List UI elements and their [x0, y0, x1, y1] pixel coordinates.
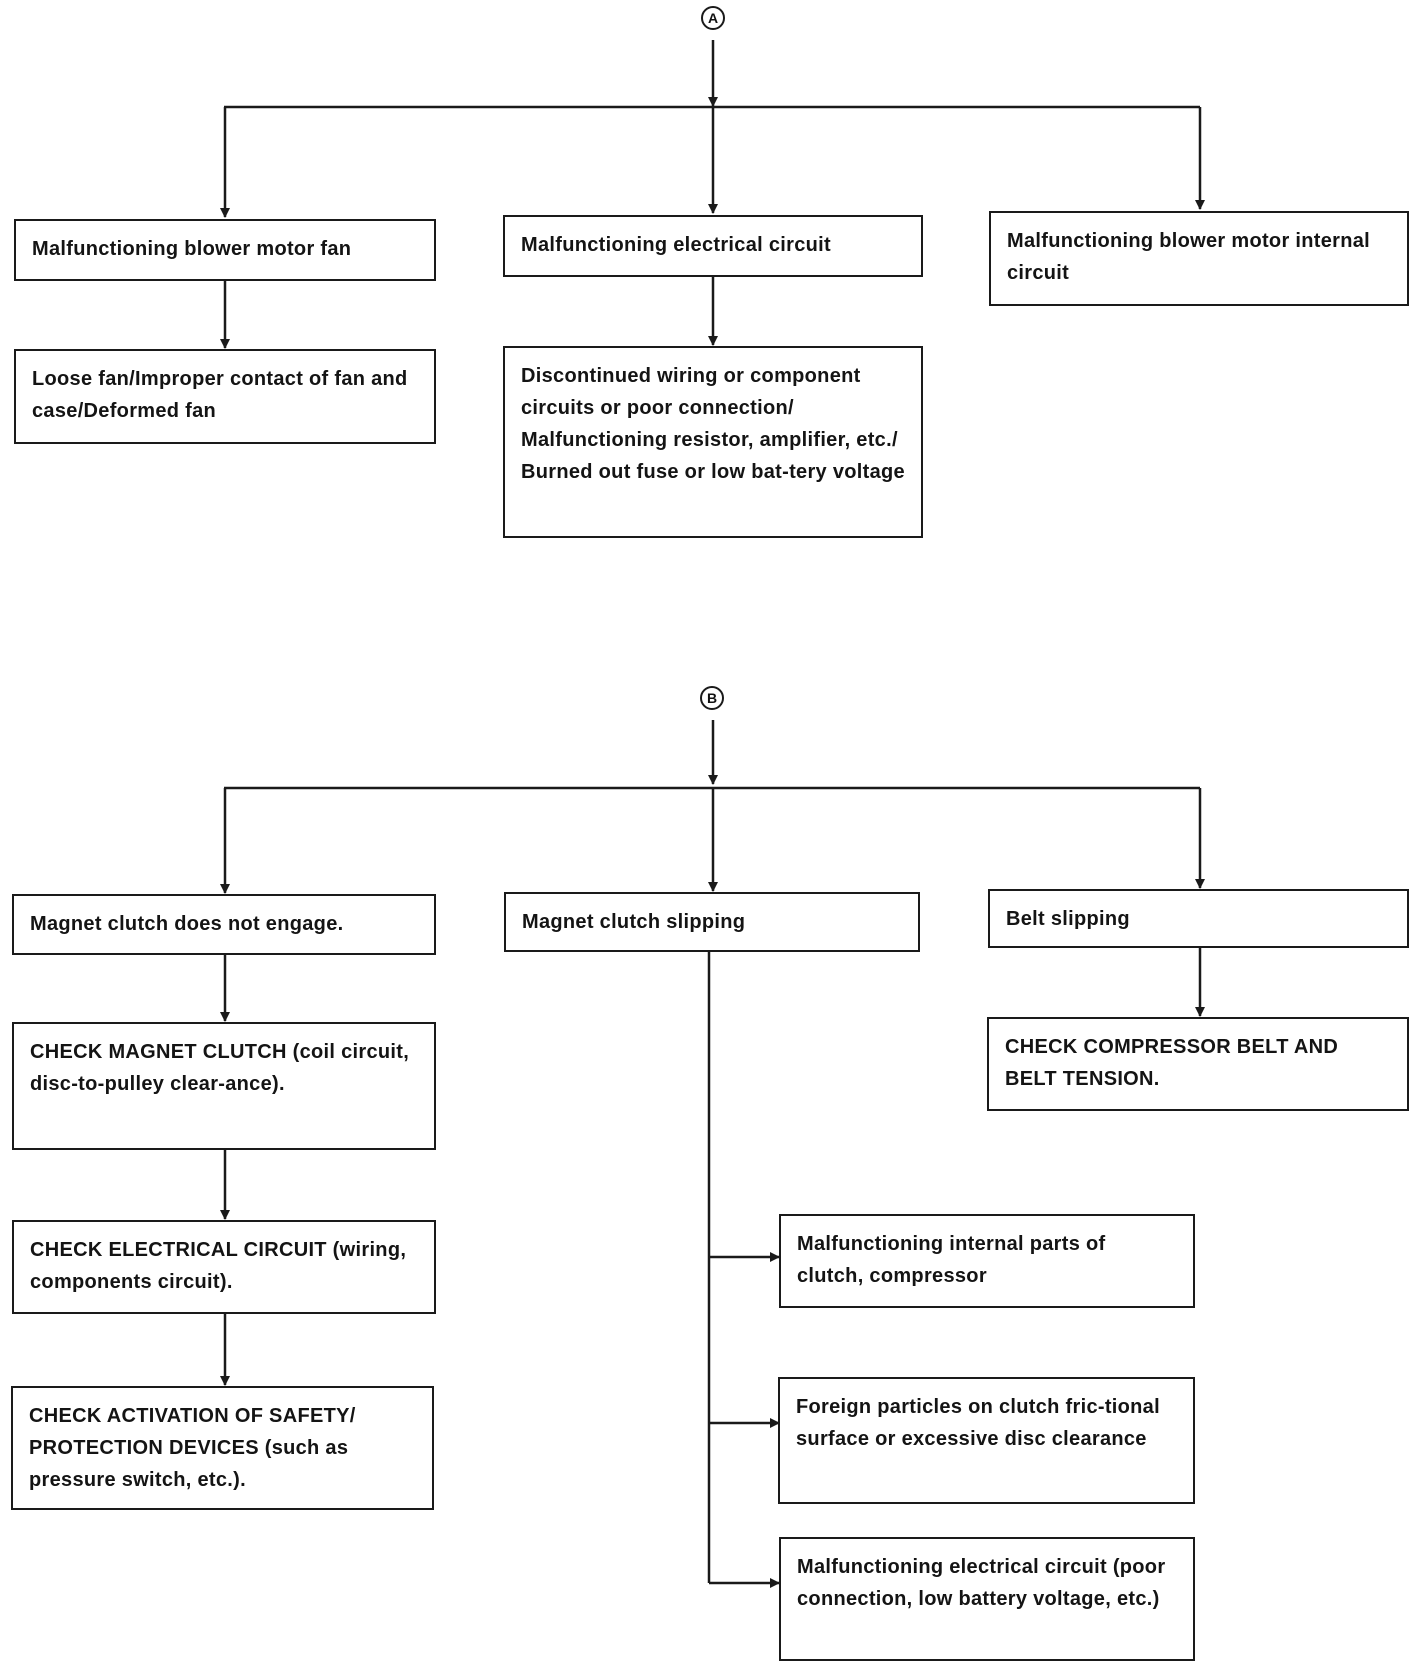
box-foreign-particles: Foreign particles on clutch fric-tional … [778, 1377, 1195, 1504]
box-clutch-not-engage: Magnet clutch does not engage. [12, 894, 436, 955]
box-check-magnet-clutch: CHECK MAGNET CLUTCH (coil circuit, disc-… [12, 1022, 436, 1150]
box-belt-slipping: Belt slipping [988, 889, 1409, 948]
box-check-safety-devices: CHECK ACTIVATION OF SAFETY/ PROTECTION D… [11, 1386, 434, 1510]
box-electrical-circuit-b: Malfunctioning electrical circuit (poor … [779, 1537, 1195, 1661]
box-clutch-slipping: Magnet clutch slipping [504, 892, 920, 952]
section-a-marker: A [701, 6, 725, 30]
box-check-compressor-belt: CHECK COMPRESSOR BELT AND BELT TENSION. [987, 1017, 1409, 1111]
box-discontinued-wiring: Discontinued wiring or component circuit… [503, 346, 923, 538]
box-blower-motor-fan: Malfunctioning blower motor fan [14, 219, 436, 281]
box-check-electrical-circuit: CHECK ELECTRICAL CIRCUIT (wiring, compon… [12, 1220, 436, 1314]
section-b-marker: B [700, 686, 724, 710]
box-internal-parts: Malfunctioning internal parts of clutch,… [779, 1214, 1195, 1308]
box-loose-fan: Loose fan/Improper contact of fan and ca… [14, 349, 436, 444]
box-blower-motor-internal-circuit: Malfunctioning blower motor internal cir… [989, 211, 1409, 306]
box-electrical-circuit: Malfunctioning electrical circuit [503, 215, 923, 277]
